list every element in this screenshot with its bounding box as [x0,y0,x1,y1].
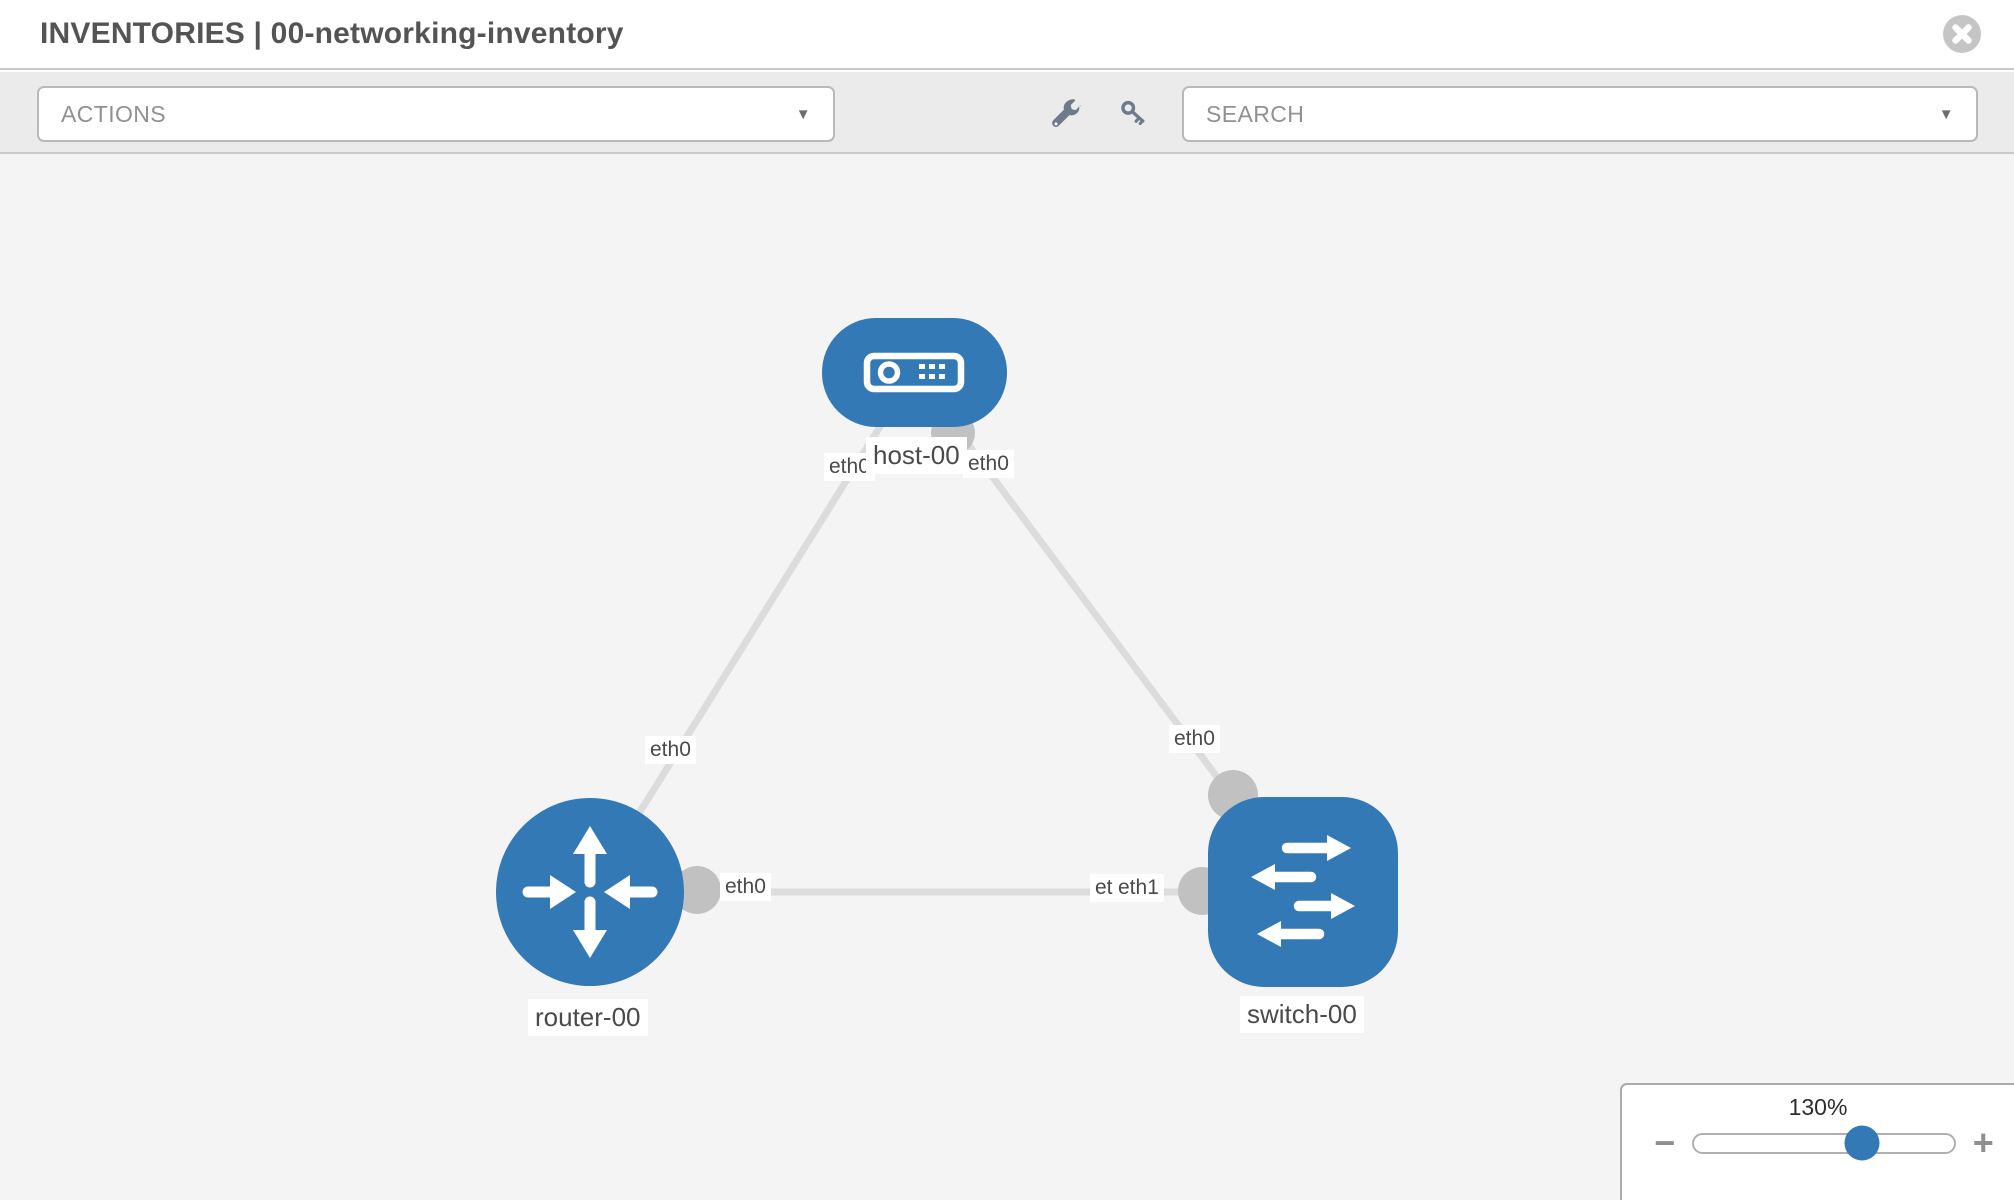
zoom-control-panel: 130% − + [1620,1083,2014,1200]
wrench-icon [1052,99,1082,127]
interface-label-router-link-eth0: eth0 [645,736,696,764]
zoom-in-button[interactable]: + [1972,1122,1994,1163]
interface-label-host-eth0-right: eth0 [963,450,1014,478]
node-host-00[interactable] [822,318,1007,427]
zoom-value: 130% [1788,1094,1848,1120]
caret-down-icon: ▼ [795,105,811,123]
node-label-switch[interactable]: switch-00 [1240,996,1364,1033]
zoom-out-button[interactable]: − [1654,1122,1676,1163]
actions-dropdown-label: ACTIONS [61,100,167,127]
node-router-00[interactable] [496,798,684,986]
interface-label-router-port-eth0: eth0 [720,873,771,901]
close-circle-icon [1943,15,1981,53]
node-label-host[interactable]: host-00 [866,437,967,474]
actions-dropdown[interactable]: ACTIONS ▼ [37,86,835,142]
toolbar: ACTIONS ▼ SEARCH ▼ [0,72,2014,154]
caret-down-icon: ▼ [1938,105,1954,123]
zoom-slider-handle[interactable] [1844,1125,1880,1161]
page-title: INVENTORIES | 00-networking-inventory [40,17,624,50]
router-icon [522,826,658,958]
interface-label-switch-eth1: eth1 [1113,874,1164,902]
host-icon [863,352,965,393]
node-label-router[interactable]: router-00 [528,999,648,1036]
credentials-button[interactable] [1119,98,1151,130]
close-button[interactable] [1942,14,1982,54]
configure-button[interactable] [1050,98,1082,130]
header: INVENTORIES | 00-networking-inventory [0,0,2014,70]
node-switch-00[interactable] [1208,797,1398,987]
key-icon [1121,100,1145,126]
interface-label-switch-top-eth0: eth0 [1169,725,1220,753]
topology-canvas[interactable]: host-00 router-00 switch-00 eth0 eth0 et… [0,154,2014,1200]
topology-svg [496,318,1398,987]
port-router-eth0[interactable] [673,866,721,914]
switch-icon [1251,835,1355,947]
search-box[interactable]: SEARCH ▼ [1182,86,1978,142]
zoom-slider-track[interactable] [1691,1125,1957,1161]
search-placeholder: SEARCH [1206,100,1305,127]
